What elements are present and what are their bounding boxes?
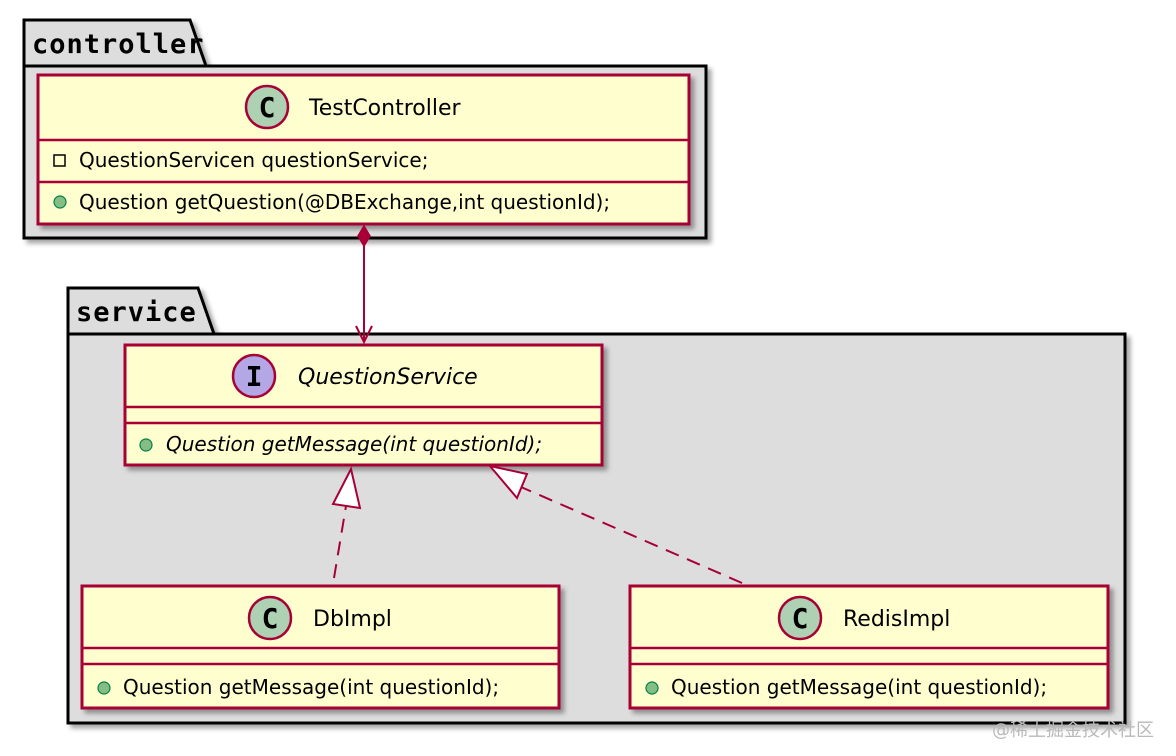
private-field-icon	[53, 154, 66, 167]
public-method-icon	[139, 438, 153, 452]
class-redis-impl[interactable]: C RedisImpl Question getMessage(int ques…	[628, 584, 1110, 710]
composition-arrowhead	[355, 325, 373, 345]
realization-redis-impl	[487, 464, 743, 584]
public-method-icon	[645, 681, 659, 695]
public-method-icon	[53, 195, 67, 209]
package-service-label: service	[76, 297, 197, 328]
method-get-message-abstract: Question getMessage(int questionId);	[166, 432, 542, 456]
class-stereotype-icon: C	[244, 84, 290, 130]
interface-stereotype-icon: I	[231, 353, 277, 399]
interface-letter: I	[246, 360, 263, 393]
composition-arrow	[355, 224, 373, 345]
method-get-question: Question getQuestion(@DBExchange,int que…	[79, 190, 610, 214]
method-get-message: Question getMessage(int questionId);	[671, 675, 1047, 699]
package-controller-label: controller	[32, 29, 205, 60]
class-name-db-impl: DbImpl	[313, 607, 392, 632]
class-letter: C	[792, 602, 809, 635]
class-letter: C	[259, 91, 276, 124]
field-question-service: QuestionServicen questionService;	[79, 148, 428, 172]
watermark: @稀土掘金技术社区	[992, 720, 1154, 741]
class-stereotype-icon: C	[247, 595, 293, 641]
class-db-impl[interactable]: C DbImpl Question getMessage(int questio…	[80, 584, 561, 710]
class-name-redis-impl: RedisImpl	[843, 607, 950, 632]
realization-db-impl	[331, 466, 362, 579]
class-stereotype-icon: C	[777, 595, 823, 641]
realization-arrowhead	[487, 464, 529, 500]
interface-name-question-service: QuestionService	[298, 365, 478, 390]
public-method-icon	[97, 681, 111, 695]
method-get-message: Question getMessage(int questionId);	[123, 675, 499, 699]
class-letter: C	[262, 602, 279, 635]
class-name-test-controller: TestController	[308, 96, 461, 121]
realization-arrowhead	[331, 466, 362, 510]
interface-question-service[interactable]: I QuestionService Question getMessage(in…	[123, 343, 604, 467]
class-test-controller[interactable]: C TestController QuestionServicen questi…	[36, 73, 691, 226]
